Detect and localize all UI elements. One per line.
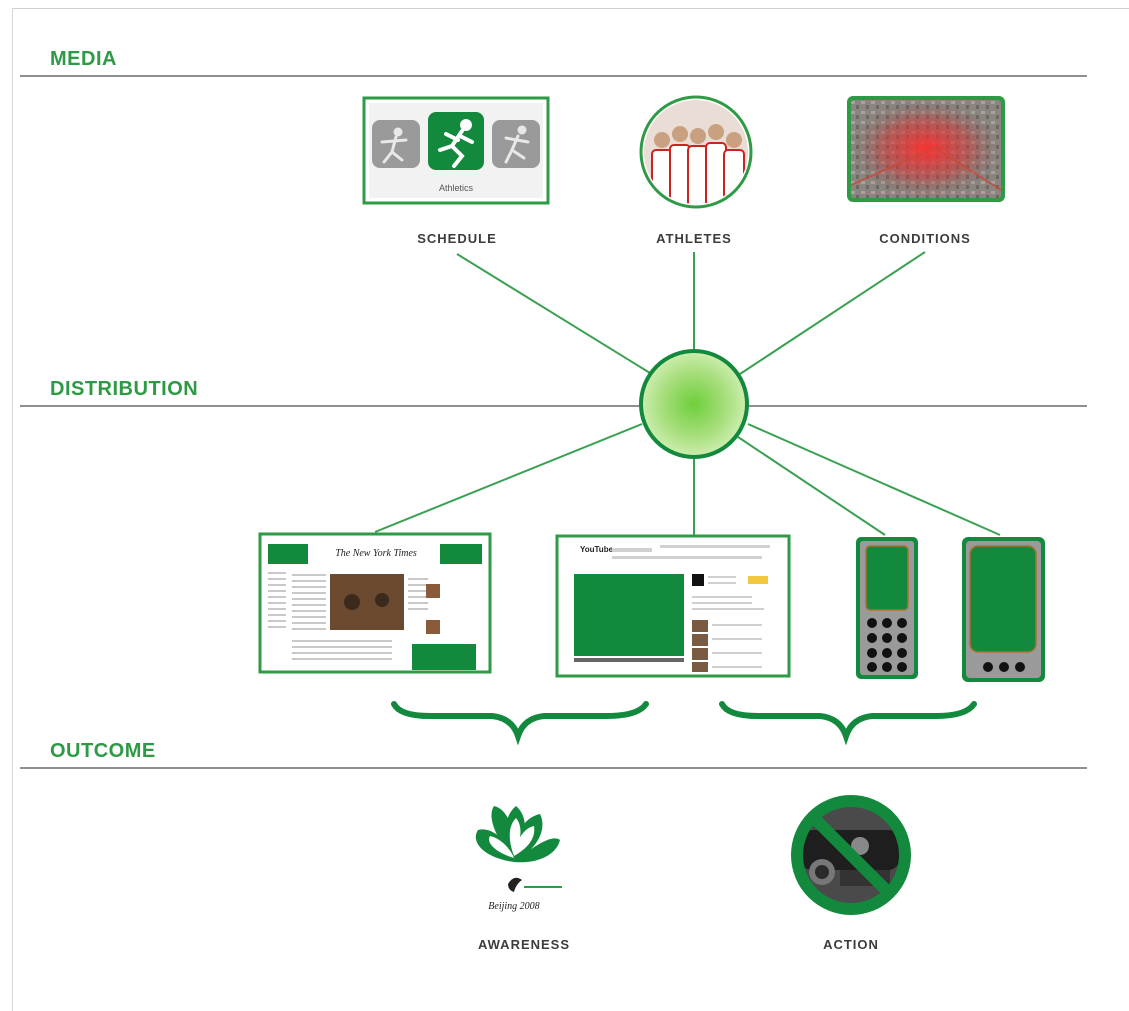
action-label: ACTION xyxy=(823,937,879,952)
schedule-card: Athletics xyxy=(362,96,550,205)
connector-lines xyxy=(374,251,1001,536)
video-site-logo: YouTube xyxy=(580,545,614,554)
schedule-label: SCHEDULE xyxy=(417,231,497,246)
schedule-caption: Athletics xyxy=(439,183,474,193)
newspaper-masthead: The New York Times xyxy=(335,548,417,559)
smartphone-icon xyxy=(962,537,1045,682)
conditions-map xyxy=(847,96,1005,202)
pictogram-left-icon xyxy=(372,120,420,168)
section-title-media: MEDIA xyxy=(50,48,117,70)
brace-awareness xyxy=(391,701,649,746)
frame-left-border xyxy=(12,8,13,1011)
video-website: YouTube xyxy=(555,534,791,678)
section-title-distribution: DISTRIBUTION xyxy=(50,378,199,400)
line-schedule-hub xyxy=(456,253,651,374)
rule-outcome xyxy=(20,767,1087,769)
conditions-label: CONDITIONS xyxy=(879,231,971,246)
line-conditions-hub xyxy=(739,251,926,375)
section-title-outcome: OUTCOME xyxy=(50,740,156,762)
mobile-phone-icon xyxy=(856,537,918,679)
outcome-braces xyxy=(391,701,977,746)
beijing-logo-text: Beijing 2008 xyxy=(488,901,539,912)
line-hub-phone xyxy=(737,436,886,536)
line-hub-newspaper xyxy=(374,423,643,533)
line-hub-tablet xyxy=(747,423,1001,536)
newspaper-website: The New York Times xyxy=(258,532,492,674)
rule-media xyxy=(20,75,1087,77)
awareness-label: AWARENESS xyxy=(477,937,571,952)
no-vehicle-icon xyxy=(791,795,911,915)
distribution-hub xyxy=(639,349,749,459)
athletes-label: ATHLETES xyxy=(656,231,732,246)
athletes-photo xyxy=(639,95,753,209)
awareness-logo: Beijing 2008 xyxy=(475,806,562,912)
rule-distribution xyxy=(20,405,1087,407)
frame-top-border xyxy=(12,8,1129,9)
brace-action xyxy=(719,701,977,746)
